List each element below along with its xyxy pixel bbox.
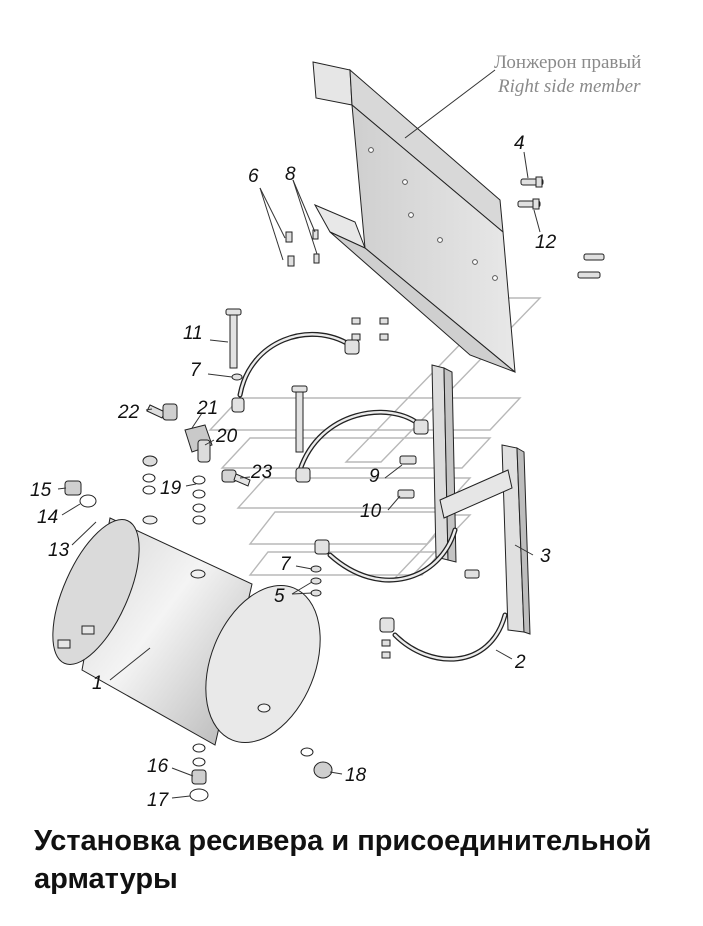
callout-2: 2	[514, 652, 526, 673]
callout-17: 17	[147, 790, 170, 811]
side-member-label-ru: Лонжерон правый	[494, 52, 641, 73]
clamp-straps-highlight	[238, 333, 507, 661]
callout-10: 10	[360, 501, 382, 522]
callout-6: 6	[248, 166, 259, 187]
callout-7-lower: 7	[280, 554, 292, 575]
callout-1: 1	[92, 673, 103, 694]
callout-9: 9	[369, 466, 380, 487]
air-receiver-tank	[52, 515, 321, 746]
valve-fittings	[142, 403, 251, 525]
callout-15: 15	[30, 480, 52, 501]
callout-20: 20	[215, 426, 238, 447]
callout-8: 8	[285, 164, 296, 185]
callout-numbers: 1 2 3 4 5 6 7 7 8 9 10 11 12 13 14 15 16…	[30, 133, 557, 811]
leader-lines	[57, 69, 541, 799]
right-side-member	[312, 61, 516, 374]
long-bolts	[225, 308, 429, 633]
callout-12: 12	[535, 232, 557, 253]
callout-19: 19	[160, 478, 182, 499]
drain-plug	[64, 480, 97, 508]
callout-23: 23	[250, 462, 273, 483]
bracket-3	[431, 364, 531, 635]
callout-5: 5	[274, 586, 285, 607]
callout-18: 18	[345, 765, 367, 786]
callout-21: 21	[196, 398, 218, 419]
small-fasteners	[231, 373, 480, 659]
bottom-plugs	[189, 743, 333, 802]
callout-14: 14	[37, 507, 58, 528]
callout-3: 3	[540, 546, 551, 567]
callout-7-upper: 7	[190, 360, 202, 381]
callout-11: 11	[183, 323, 203, 344]
callout-16: 16	[147, 756, 169, 777]
callout-13: 13	[48, 540, 70, 561]
side-member-label-en: Right side member	[497, 76, 641, 97]
callout-22: 22	[117, 402, 140, 423]
rail-bolts	[285, 176, 605, 341]
figure-caption: Установка ресивера и присоединительной а…	[34, 825, 652, 895]
callout-4: 4	[514, 133, 525, 154]
